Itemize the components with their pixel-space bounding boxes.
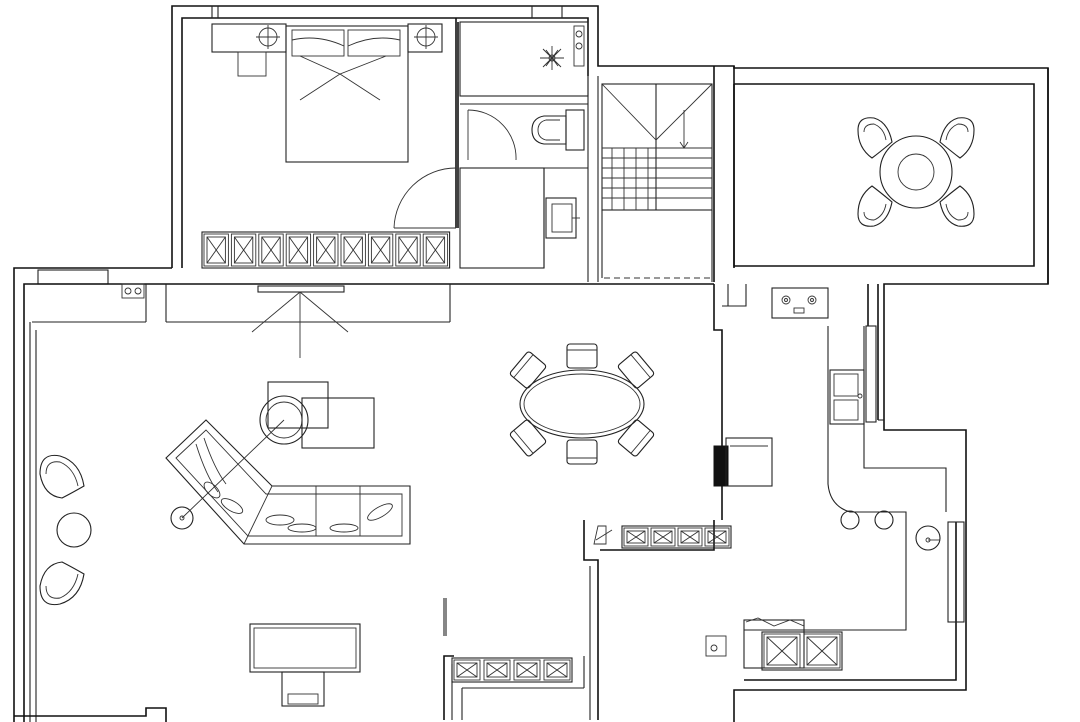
gas-stove-icon [743, 617, 805, 669]
wall-niche [593, 525, 607, 545]
cabinet-module [650, 527, 676, 547]
socket-icon [121, 283, 145, 299]
exterior-walls [13, 5, 1049, 722]
cabinet-module [483, 659, 511, 681]
sink-icon [915, 525, 941, 551]
cabinet-module [543, 659, 571, 681]
cabinet-module [763, 633, 801, 669]
cabinet-module [258, 233, 284, 267]
arrow-down-icon [679, 141, 689, 149]
window [865, 325, 877, 423]
stool [237, 51, 267, 77]
dining-chairs [509, 343, 655, 465]
bedroom-door-swing [393, 167, 457, 229]
wardrobe [201, 231, 451, 269]
dining-chair [617, 351, 655, 389]
interior-walls [32, 18, 947, 720]
kitchen-lower-cabinet [761, 631, 843, 671]
bathroom-door-swing [467, 109, 517, 161]
dining-area [509, 343, 655, 465]
bar-stool [874, 510, 894, 530]
refrigerator [713, 437, 773, 487]
cabinet-module [285, 233, 312, 267]
shower-head-icon [540, 46, 564, 70]
tv-unit [251, 285, 349, 358]
toilet-icon [531, 109, 585, 151]
chair [939, 185, 975, 227]
bedroom [201, 23, 451, 269]
cabinet-module [803, 633, 841, 669]
bar-stool [840, 510, 860, 530]
cabinet-module [704, 527, 730, 547]
cabinet-module [422, 233, 449, 267]
chair [857, 117, 893, 159]
dining-chair [566, 439, 598, 465]
doors [393, 109, 517, 636]
dining-chair [509, 351, 547, 389]
cabinet-module [677, 527, 703, 547]
cabinet-module [203, 233, 229, 267]
double-bed [285, 25, 409, 163]
living-room [39, 283, 411, 707]
cabinet-module [340, 233, 366, 267]
cabinet-module [367, 233, 394, 267]
dining-chair [566, 343, 598, 369]
double-sink-icon [829, 369, 865, 425]
dining-chair [617, 419, 655, 457]
corner-sofa [165, 419, 411, 545]
chair [939, 117, 975, 159]
lounge-chair [39, 454, 85, 499]
oval-dining-table [519, 369, 645, 439]
cabinet-module [453, 659, 481, 681]
cooktop-icon [771, 287, 829, 319]
stairs [601, 83, 713, 282]
cabinet-module [623, 527, 649, 547]
round-table-set [857, 117, 975, 227]
cabinet-module [395, 233, 421, 267]
chair [857, 185, 893, 227]
cabinet-module [313, 233, 339, 267]
bathroom [459, 21, 589, 269]
cabinet-module [230, 233, 257, 267]
lounge-chair [39, 561, 85, 606]
washbasin-icon [545, 197, 580, 239]
side-table [301, 397, 375, 449]
nightstand-right [407, 23, 443, 53]
round-side-table [56, 512, 92, 548]
kitchen [705, 287, 941, 669]
stair-steps [602, 147, 712, 210]
armchair [259, 381, 329, 445]
dining-chair [509, 419, 547, 457]
chair [281, 671, 325, 707]
hall-cabinet [621, 525, 732, 549]
nightstand-left [211, 23, 287, 53]
entry-cabinet [451, 657, 573, 683]
cabinet-module [513, 659, 541, 681]
desk [249, 623, 361, 673]
